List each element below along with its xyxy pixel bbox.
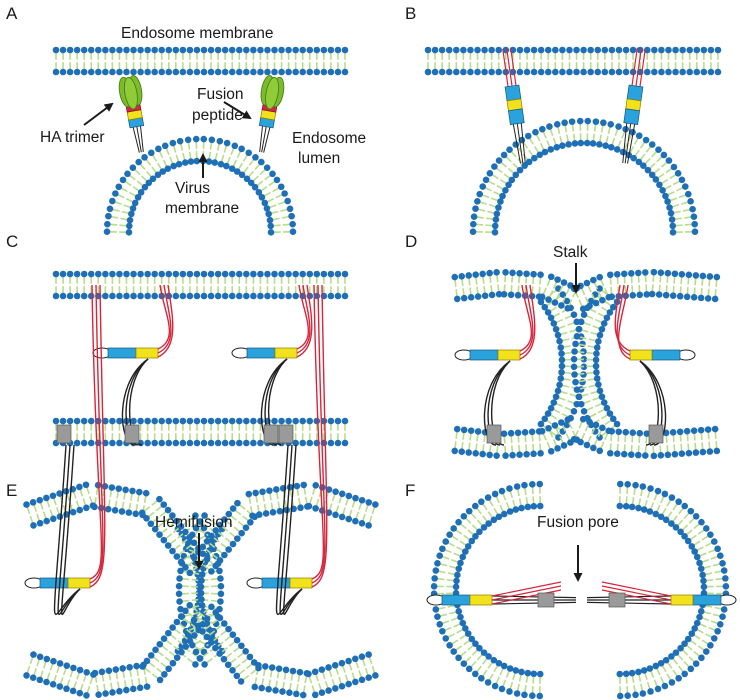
virus-membrane-label-line1: Virus: [175, 180, 210, 197]
virus-membrane-bilayer: [52, 417, 349, 447]
endosome-lumen-label-line2: lumen: [298, 150, 340, 167]
ha-trimer-arrow: [83, 102, 114, 126]
panel-letter-b: B: [405, 4, 416, 23]
hemifusion-label: Hemifusion: [155, 514, 233, 531]
panel-letter-c: C: [6, 232, 18, 251]
panel-b: B: [405, 4, 722, 236]
ha-extended-intermediates: [502, 47, 646, 164]
ha-trimer-label: HA trimer: [40, 129, 105, 146]
panel-f: F Fusion pore: [405, 480, 737, 700]
ha-trimer-proteins: [118, 75, 285, 153]
panel-letter-e: E: [6, 481, 17, 500]
panel-e: E Hemifusion: [6, 284, 379, 699]
endosome-membrane-label: Endosome membrane: [121, 25, 274, 42]
endosome-membrane-bilayer: [52, 46, 349, 76]
fusion-peptide-arrow: [223, 101, 252, 120]
stalk-membranes: [451, 268, 721, 460]
endosome-membrane-bilayer: [424, 46, 722, 76]
panel-c: C: [6, 232, 349, 447]
stalk-label: Stalk: [553, 244, 588, 261]
endosome-lumen-label-line1: Endosome: [292, 130, 366, 147]
ha-folding-back: [92, 284, 313, 446]
panel-letter-d: D: [405, 232, 417, 251]
panel-letter-f: F: [405, 481, 415, 500]
ha-hemifusion-proteins: [24, 284, 328, 615]
virus-membrane-bilayer: [103, 135, 297, 236]
hemifusion-membranes: [23, 481, 379, 699]
fusion-peptide-label-line2: peptide: [192, 107, 243, 124]
panel-d: D Stalk: [405, 232, 721, 460]
ha-stalk-proteins: [454, 284, 696, 446]
virus-membrane-label-line2: membrane: [165, 200, 239, 217]
fusion-peptide-label-line1: Fusion: [197, 86, 244, 103]
endosome-membrane-bilayer: [52, 270, 349, 300]
ha-post-fusion-proteins: [426, 581, 737, 608]
virus-membrane-bilayer: [469, 117, 699, 236]
fusion-pore-label: Fusion pore: [537, 514, 619, 531]
panel-letter-a: A: [6, 4, 18, 23]
panel-a: A Endosome membrane Fusion peptide HA tr…: [6, 4, 366, 236]
